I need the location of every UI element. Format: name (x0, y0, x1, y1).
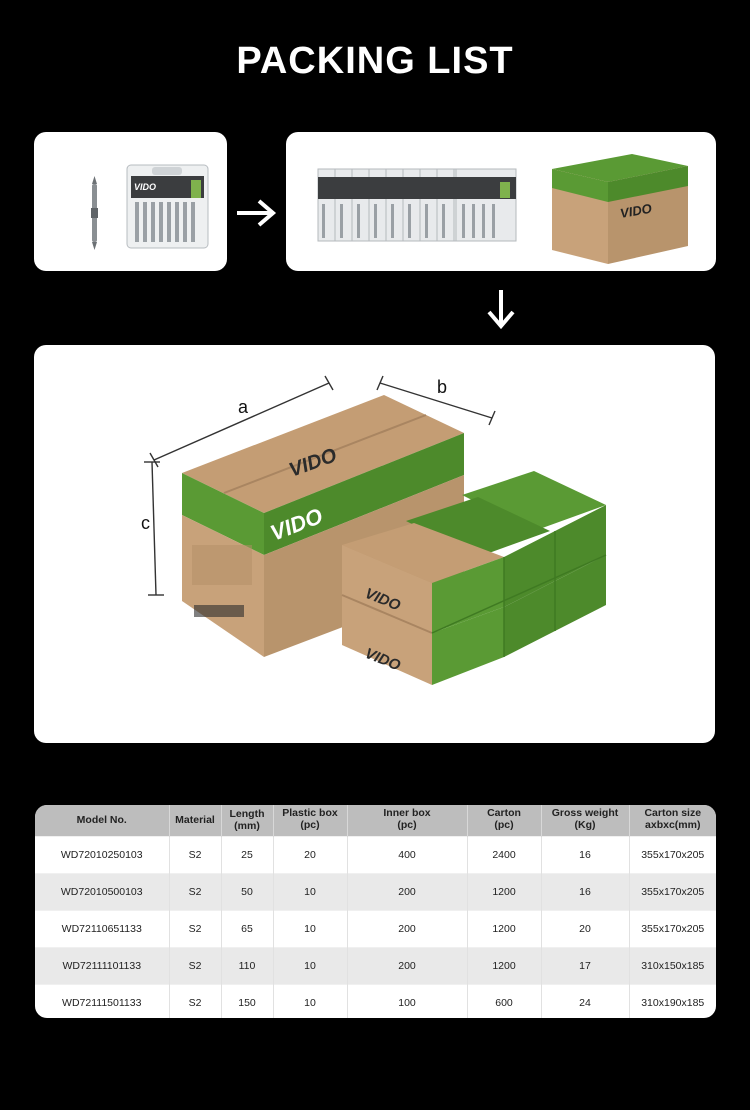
header-label: Plastic box (282, 807, 338, 819)
cell-material: S2 (169, 836, 222, 873)
header-label: Inner box (383, 807, 431, 819)
carton-brand-logo: VIDO (619, 201, 653, 221)
cell-inner-box: 200 (347, 873, 468, 910)
cell-model-no: WD72111501133 (35, 984, 170, 1018)
master-carton-icon: VIDO VIDO (182, 395, 464, 657)
cell-plastic-box: 10 (273, 984, 348, 1018)
cell-material: S2 (169, 910, 222, 947)
cell-model-no: WD72111101133 (35, 947, 170, 984)
header-label: Gross weight (551, 807, 619, 819)
cell-carton-size: 310x190x185 (641, 996, 705, 1009)
plastic-box-icon: VIDO (126, 164, 209, 249)
header-label: Model No. (76, 814, 127, 827)
cell-gross-weight: 20 (541, 910, 630, 947)
cell-carton: 1200 (467, 873, 542, 910)
header-material: Material (169, 805, 222, 836)
cell-length: 25 (221, 836, 274, 873)
page-title: PACKING LIST (236, 40, 514, 82)
single-pack-illustration: VIDO (91, 164, 209, 250)
screwdriver-bit-icon (91, 176, 98, 250)
cell-plastic-box: 10 (273, 873, 348, 910)
header-gross-weight: Gross weight(Kg) (541, 805, 630, 836)
plastic-boxes-row-icon (317, 168, 517, 242)
packing-table: Model No. Material Length(mm) Plastic bo… (35, 805, 716, 1018)
arrow-down-icon (482, 286, 520, 337)
single-pack-card: VIDO (34, 132, 227, 271)
header-model-no: Model No. (35, 805, 170, 836)
cell-inner-box: 200 (347, 910, 468, 947)
cell-length: 110 (221, 947, 274, 984)
cell-model-no: WD72010250103 (35, 836, 170, 873)
carton-dimensions-illustration: a b c VIDO VIDO (141, 375, 607, 685)
header-inner-box: Inner box(pc) (347, 805, 468, 836)
header-unit: (Kg) (574, 819, 596, 831)
header-label: Carton size (644, 807, 702, 819)
cell-inner-box: 100 (347, 984, 468, 1018)
cell-carton-size: 355x170x205 (641, 885, 705, 898)
dimension-a-label: a (238, 397, 249, 417)
header-unit: (pc) (300, 819, 320, 831)
header-unit: (mm) (234, 820, 260, 833)
cell-plastic-box: 10 (273, 910, 348, 947)
header-unit: axbxc(mm) (645, 819, 701, 831)
cell-carton-size: 355x170x205 (641, 922, 705, 935)
cell-plastic-box: 20 (273, 836, 348, 873)
cell-carton: 2400 (467, 836, 542, 873)
cell-carton-size: 355x170x205 (641, 848, 705, 861)
header-length: Length(mm) (221, 805, 274, 836)
cell-length: 50 (221, 873, 274, 910)
header-carton: Carton(pc) (467, 805, 542, 836)
header-label: Length (229, 808, 265, 821)
dimension-c-label: c (141, 513, 150, 533)
cell-inner-box: 400 (347, 836, 468, 873)
table-row: WD72110651133 S2 65 10 200 1200 20 355x1… (35, 910, 716, 947)
cell-length: 150 (221, 984, 274, 1018)
carton-pack-illustration: VIDO (317, 154, 688, 264)
cell-carton: 1200 (467, 947, 542, 984)
table-header-row: Model No. Material Length(mm) Plastic bo… (35, 805, 716, 836)
cell-gross-weight: 24 (541, 984, 630, 1018)
cell-material: S2 (169, 873, 222, 910)
header-plastic-box: Plastic box(pc) (273, 805, 348, 836)
cell-gross-weight: 16 (541, 836, 630, 873)
cell-plastic-box: 10 (273, 947, 348, 984)
carton-dimensions-card: a b c VIDO VIDO (34, 345, 715, 743)
cell-material: S2 (169, 947, 222, 984)
header-label: Material (175, 814, 215, 827)
cell-model-no: WD72010500103 (35, 873, 170, 910)
cell-carton-size: 310x150x185 (641, 959, 705, 972)
cell-model-no: WD72110651133 (35, 910, 170, 947)
table-row: WD72111501133 S2 150 10 100 600 24 310x1… (35, 984, 716, 1018)
inner-boxes-stack-icon: VIDO VIDO (341, 471, 607, 685)
cell-gross-weight: 16 (541, 873, 630, 910)
arrow-right-icon (233, 194, 279, 237)
brand-logo: VIDO (134, 182, 156, 192)
header-unit: (pc) (397, 819, 417, 831)
header-unit: (pc) (494, 819, 514, 831)
carton-pack-card: VIDO (286, 132, 716, 271)
table-row: WD72111101133 S2 110 10 200 1200 17 310x… (35, 947, 716, 984)
cell-inner-box: 200 (347, 947, 468, 984)
cell-carton: 600 (467, 984, 542, 1018)
table-row: WD72010250103 S2 25 20 400 2400 16 355x1… (35, 836, 716, 873)
cell-carton: 1200 (467, 910, 542, 947)
dimension-lines (144, 375, 496, 596)
table-row: WD72010500103 S2 50 10 200 1200 16 355x1… (35, 873, 716, 910)
cell-gross-weight: 17 (541, 947, 630, 984)
carton-icon: VIDO (552, 154, 688, 264)
cell-length: 65 (221, 910, 274, 947)
cell-material: S2 (169, 984, 222, 1018)
header-label: Carton (487, 807, 521, 819)
dimension-b-label: b (437, 377, 447, 397)
